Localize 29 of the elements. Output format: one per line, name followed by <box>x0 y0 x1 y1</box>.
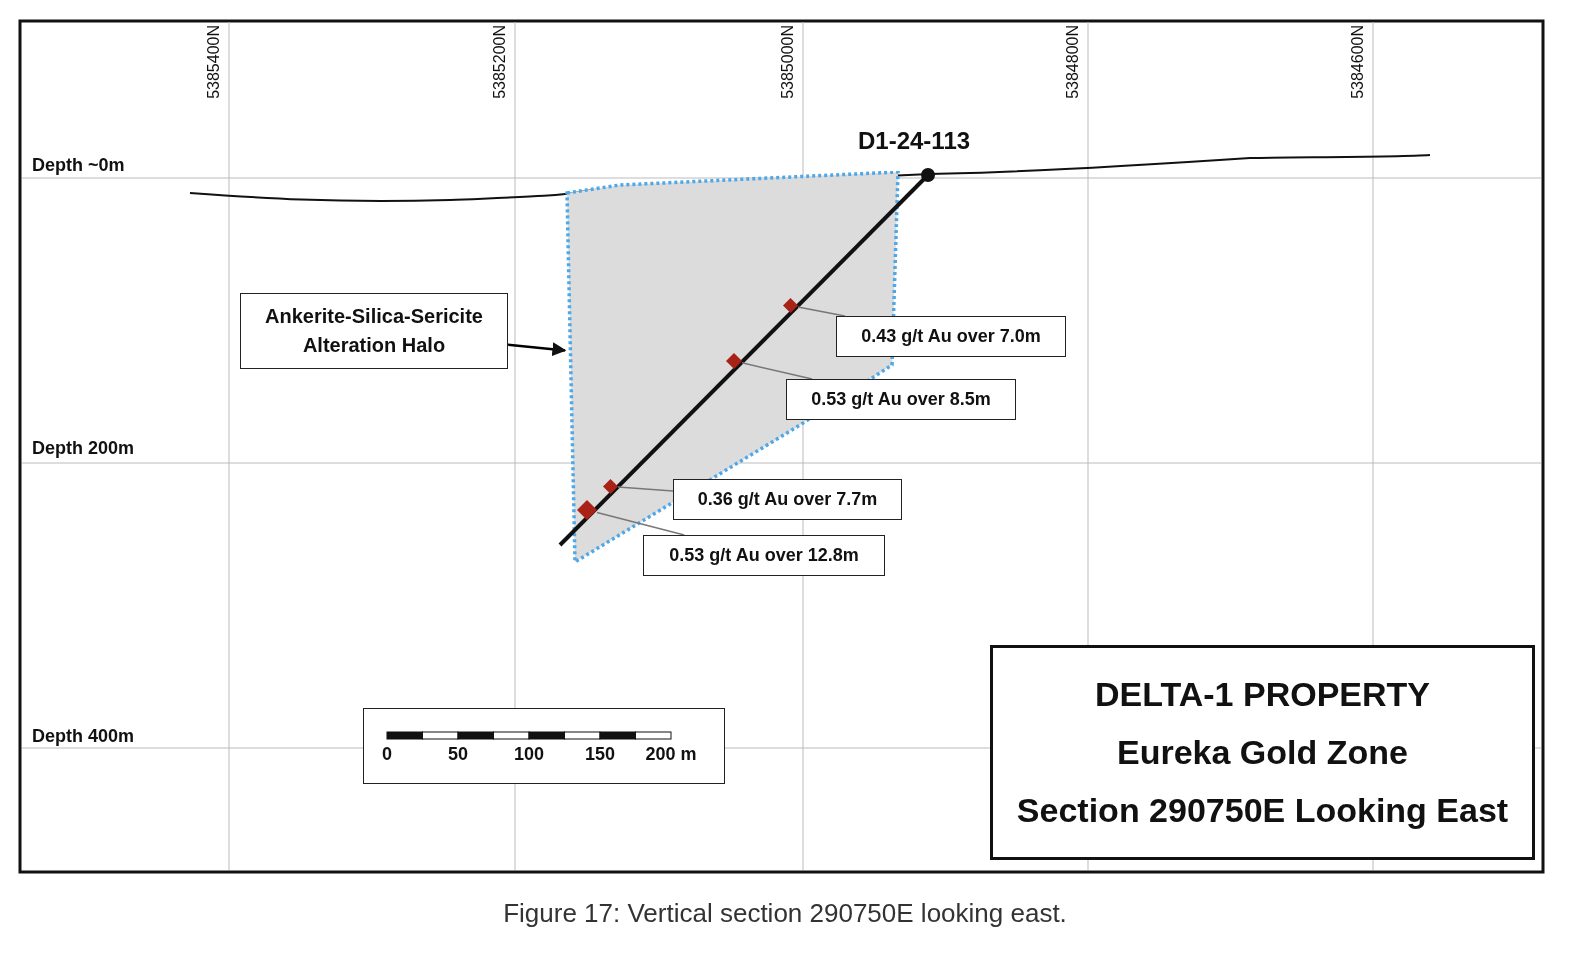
northing-label: 5384800N <box>1064 25 1082 99</box>
caption: Figure 17: Vertical section 290750E looking east. <box>502 898 1068 929</box>
depth-label: Depth 200m <box>32 438 135 459</box>
callout-box: 0.36 g/t Au over 7.7m <box>673 479 902 520</box>
callout-box: Ankerite-Silica-Sericite Alteration Halo <box>240 293 508 369</box>
title-box <box>990 645 1535 860</box>
leader-line <box>617 486 674 492</box>
callout-box: 0.53 g/t Au over 8.5m <box>786 379 1016 420</box>
scale-label: 100 <box>514 744 544 765</box>
depth-label: Depth ~0m <box>32 155 125 176</box>
scale-label: 150 <box>585 744 615 765</box>
arrow <box>507 342 567 357</box>
northing-label: 5385200N <box>491 25 509 99</box>
title-text: Eureka Gold Zone <box>1117 733 1408 772</box>
title-text: Section 290750E Looking East <box>1016 791 1509 830</box>
leader-line <box>741 362 813 380</box>
scale-label: 200 m <box>645 744 697 765</box>
leader-line <box>797 306 846 317</box>
drill-hole-label: D1-24-113 <box>858 127 971 155</box>
callout-box: 0.43 g/t Au over 7.0m <box>836 316 1066 357</box>
northing-label: 5384600N <box>1349 25 1367 99</box>
northing-label: 5385400N <box>205 25 223 99</box>
scale-label: 50 <box>448 744 468 765</box>
northing-label: 5385000N <box>779 25 797 99</box>
leader-line <box>596 511 685 536</box>
callout-box: 0.53 g/t Au over 12.8m <box>643 535 885 576</box>
depth-label: Depth 400m <box>32 726 135 747</box>
title-text: DELTA-1 PROPERTY <box>1095 675 1430 714</box>
scale-label: 0 <box>382 744 392 765</box>
